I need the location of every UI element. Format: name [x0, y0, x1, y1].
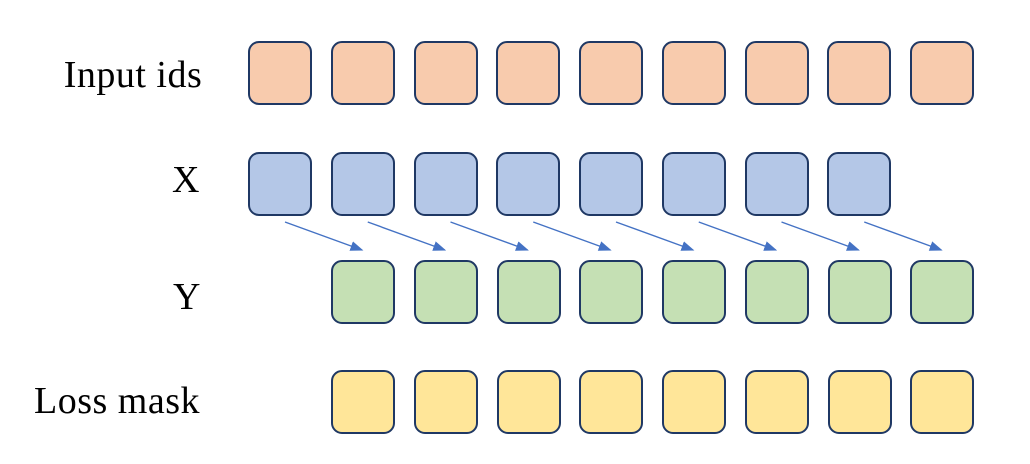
row-label-loss-mask: Loss mask [34, 380, 200, 422]
y-square [662, 260, 726, 324]
input-ids-square [744, 41, 809, 105]
input-ids-square [496, 41, 561, 105]
shift-arrow [615, 221, 695, 251]
input-ids-square [661, 41, 726, 105]
input-ids-square [330, 41, 395, 105]
input-ids-square [827, 41, 892, 105]
loss-mask-square [910, 370, 975, 434]
y-square [744, 260, 809, 324]
loss-mask-square [662, 370, 726, 434]
x-square [827, 152, 892, 216]
input-ids-square [413, 41, 478, 105]
row-label-input-ids: Input ids [63, 54, 203, 96]
x-square [579, 152, 643, 216]
loss-mask-square [579, 370, 644, 434]
shift-arrow [450, 221, 529, 251]
y-square [413, 260, 478, 324]
shift-arrow [698, 221, 778, 251]
shift-arrow [284, 221, 364, 251]
y-square [910, 260, 975, 324]
row-label-x: X [172, 159, 200, 201]
x-square [661, 152, 726, 216]
x-square [413, 152, 478, 216]
shift-arrow [781, 221, 860, 251]
loss-mask-square [413, 370, 478, 434]
loss-mask-square [827, 370, 892, 434]
y-square [827, 260, 892, 324]
loss-mask-square [744, 370, 809, 434]
y-square [496, 260, 561, 324]
x-square [496, 152, 561, 216]
input-ids-square [248, 41, 312, 105]
x-square [248, 152, 312, 216]
y-square [331, 260, 395, 324]
input-ids-square [910, 41, 974, 105]
y-square [579, 260, 644, 324]
shift-arrow [367, 221, 447, 251]
row-label-y: Y [173, 276, 201, 318]
loss-mask-square [496, 370, 561, 434]
loss-mask-square [331, 370, 395, 434]
shift-arrow [533, 221, 612, 251]
input-ids-square [579, 41, 643, 105]
shift-arrow [864, 221, 943, 251]
x-square [330, 152, 395, 216]
x-square [744, 152, 809, 216]
